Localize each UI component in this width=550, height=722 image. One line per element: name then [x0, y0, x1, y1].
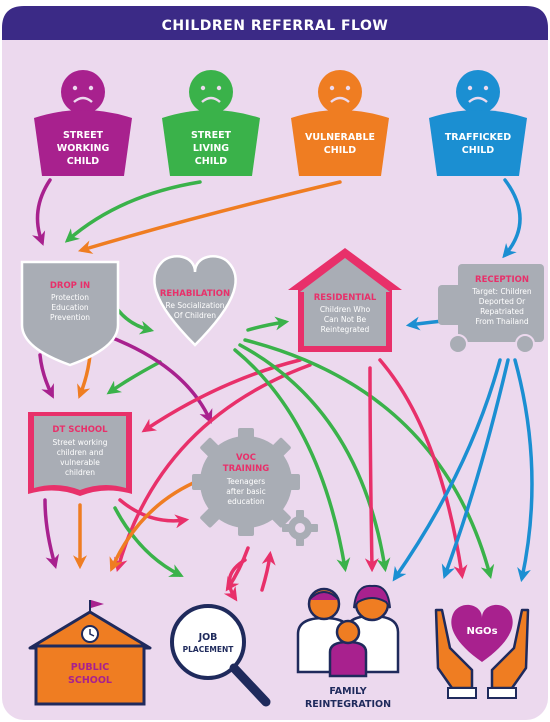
child-label-line1: VULNERABLE: [305, 132, 375, 143]
family-line2: REINTEGRATION: [305, 699, 391, 710]
reception-line2: Deported Or: [479, 297, 526, 306]
arrow-dropin-to-dt-1: [38, 353, 54, 399]
drop-in-line3: Prevention: [50, 313, 90, 322]
outcome-public-school: PUBLIC SCHOOL: [28, 600, 152, 706]
arrow-rehab-to-residential: [246, 316, 290, 332]
heart-icon: [451, 604, 513, 662]
residential-line1: Children Who: [320, 305, 371, 314]
dt-school-title: DT SCHOOL: [52, 425, 108, 435]
drop-in-line1: Protection: [51, 293, 89, 302]
title-bar: CHILDREN REFERRAL FLOW: [2, 6, 548, 40]
arrow-trafficked-to-reception: [502, 178, 522, 259]
child-vulnerable: VULNERABLE CHILD: [291, 70, 389, 176]
child-label-line2: WORKING: [57, 143, 110, 154]
flow-arrows: [32, 178, 534, 602]
voc-line1: Teenagers: [226, 477, 265, 486]
outcome-ngos: NGOs: [434, 604, 530, 699]
child-trafficked: TRAFFICKED CHILD: [429, 70, 527, 176]
child-label-line3: CHILD: [67, 156, 100, 167]
family-line1: FAMILY: [329, 686, 366, 697]
reception-line4: From Thailand: [475, 317, 528, 326]
service-dt-school: DT SCHOOL Street working children and vu…: [28, 412, 132, 496]
residential-line3: Reintegrated: [321, 325, 370, 334]
job-placement-line2: PLACEMENT: [183, 645, 235, 654]
child-label-line1: STREET: [63, 130, 104, 141]
service-residential: RESIDENTIAL Children Who Can Not Be Rein…: [288, 248, 402, 352]
arrow-dt-to-public-1: [43, 498, 60, 570]
sad-face-icon: [189, 70, 233, 114]
service-reception: RECEPTION Target: Children Deported Or R…: [438, 264, 544, 354]
arrow-residential-to-family-pink: [364, 366, 379, 573]
arrow-voc-to-public-orange: [109, 478, 202, 572]
sad-face-icon: [61, 70, 105, 114]
arrow-voc-to-job-2: [260, 550, 276, 592]
child-label-line3: CHILD: [195, 156, 228, 167]
public-school-line1: PUBLIC: [71, 662, 110, 673]
ngos-label: NGOs: [466, 626, 497, 637]
service-drop-in: DROP IN Protection Education Prevention: [20, 260, 120, 367]
child-label-line2: LIVING: [193, 143, 229, 154]
arrow-living-to-dropin: [64, 180, 202, 243]
voc-title: VOC: [236, 453, 256, 463]
public-school-line2: SCHOOL: [68, 675, 112, 686]
arrow-rehab-to-family-2: [238, 343, 391, 573]
child-label-line2: CHILD: [462, 145, 495, 156]
gear-icon: [192, 428, 300, 536]
arrow-dropin-to-rehab: [116, 308, 155, 335]
reception-title: RECEPTION: [475, 275, 529, 285]
service-voc-training: VOC TRAINING Teenagers after basic educa…: [192, 428, 318, 546]
dt-school-line4: children: [65, 468, 95, 477]
child-street-working: STREET WORKING CHILD: [34, 70, 132, 176]
dt-school-line2: children and: [57, 448, 104, 457]
voc-line3: education: [227, 497, 264, 506]
sad-face-icon: [456, 70, 500, 114]
voc-line2: after basic: [226, 487, 266, 496]
arrow-reception-to-family: [392, 358, 502, 582]
voc-title2: TRAINING: [223, 464, 269, 474]
residential-line2: Can Not Be: [324, 315, 367, 324]
arrow-voc-to-family: [223, 558, 247, 602]
reception-line3: Repatriated: [480, 307, 524, 316]
arrow-residential-to-dt: [141, 358, 302, 433]
arrow-working-to-dropin: [32, 178, 52, 246]
child-label-line1: TRAFFICKED: [445, 132, 511, 143]
reception-line1: Target: Children: [471, 287, 532, 296]
arrow-rehab-to-family-1: [233, 348, 351, 573]
service-rehabilitation: REHABILATION Re Socialization Of Childre…: [153, 255, 237, 347]
arrow-dt-to-job: [113, 506, 184, 577]
arrow-rehab-to-ngos: [243, 338, 495, 580]
arrow-reception-to-ngos-1: [441, 358, 510, 579]
dt-school-line1: Street working: [53, 438, 108, 447]
arrow-rehab-to-dt: [106, 360, 162, 395]
magnifier-icon: [170, 604, 246, 680]
arrow-dt-to-voc-pink: [118, 498, 190, 529]
arrow-vulnerable-to-dropin: [77, 180, 342, 254]
rehabilitation-line2: Of Children: [174, 311, 216, 320]
residential-title: RESIDENTIAL: [314, 293, 377, 303]
child-street-living: STREET LIVING CHILD: [162, 70, 260, 176]
child-label-line1: STREET: [191, 130, 232, 141]
dt-school-line3: vulnerable: [60, 458, 100, 467]
rehabilitation-line1: Re Socialization: [165, 301, 224, 310]
family-icon: [296, 584, 400, 678]
rehabilitation-title: REHABILATION: [160, 289, 230, 299]
drop-in-line2: Education: [51, 303, 89, 312]
arrow-dropin-to-dt-2: [77, 353, 92, 399]
drop-in-title: DROP IN: [50, 281, 90, 291]
job-placement-line1: JOB: [198, 632, 218, 643]
diagram-title: CHILDREN REFERRAL FLOW: [162, 18, 389, 34]
arrow-reception-to-ngos-2: [513, 358, 534, 583]
outcome-job-placement: JOB PLACEMENT: [170, 604, 271, 707]
sad-face-icon: [318, 70, 362, 114]
hands-icon: [434, 608, 530, 690]
arrow-dropin-to-voc: [103, 333, 213, 424]
child-label-line2: CHILD: [324, 145, 357, 156]
outcome-family-reintegration: FAMILY REINTEGRATION: [296, 584, 400, 710]
small-gear-icon: [282, 510, 318, 546]
